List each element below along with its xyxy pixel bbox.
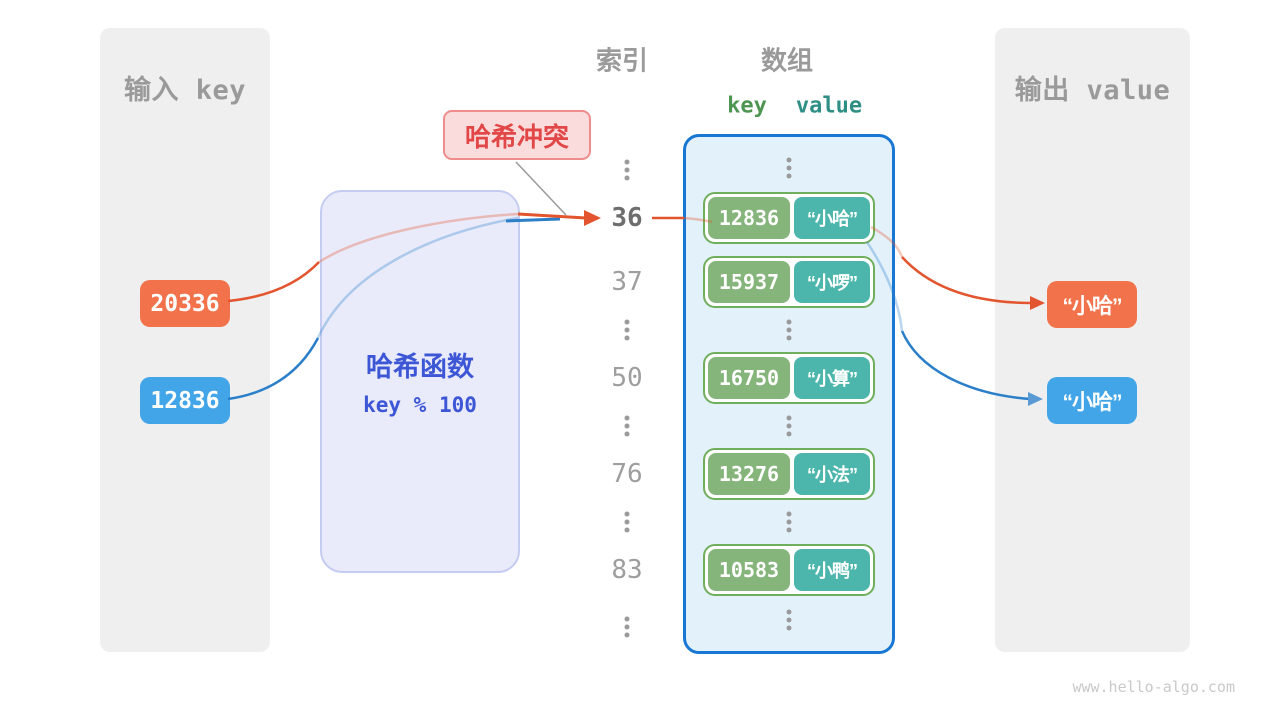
array-row-bucket-50: 16750 “小算” <box>703 352 875 404</box>
index-ellipsis <box>624 616 630 638</box>
arrow-to-index-36 <box>517 212 587 220</box>
array-ellipsis <box>786 415 792 437</box>
key-cell: 16750 <box>708 357 790 399</box>
array-ellipsis <box>786 157 792 179</box>
collision-pointer-line <box>515 161 567 216</box>
index-column-title: 索引 <box>595 45 649 76</box>
key-cell: 15937 <box>708 261 790 303</box>
arrowhead-to-index-36 <box>584 210 601 226</box>
index-value-37: 37 <box>611 267 643 297</box>
array-column-title: 数组 <box>760 45 814 76</box>
array-ellipsis <box>786 511 792 533</box>
watermark: www.hello-algo.com <box>1072 678 1235 696</box>
index-value-76: 76 <box>611 459 643 489</box>
key-cell: 10583 <box>708 549 790 591</box>
index-value-36: 36 <box>611 203 643 233</box>
input-panel: 输入 key <box>100 28 270 652</box>
array-value-header: value <box>795 93 863 119</box>
index-ellipsis <box>624 511 630 533</box>
index-ellipsis <box>624 159 630 181</box>
key-cell: 13276 <box>708 453 790 495</box>
value-cell: “小啰” <box>794 261 870 303</box>
output-panel-title: 输出 value <box>1014 75 1171 106</box>
value-cell: “小鸭” <box>794 549 870 591</box>
key-cell: 12836 <box>708 197 790 239</box>
input-panel-title: 输入 key <box>123 75 247 106</box>
input-key-box-20336: 20336 <box>140 280 230 327</box>
index-ellipsis <box>624 319 630 341</box>
array-ellipsis <box>786 609 792 631</box>
value-cell: “小算” <box>794 357 870 399</box>
array-row-bucket-37: 15937 “小啰” <box>703 256 875 308</box>
hash-function-formula: key % 100 <box>363 393 477 417</box>
value-cell: “小哈” <box>794 197 870 239</box>
value-cell: “小法” <box>794 453 870 495</box>
input-key-box-12836: 12836 <box>140 377 230 424</box>
hash-function-box: 哈希函数 key % 100 <box>320 190 520 573</box>
array-row-bucket-36: 12836 “小哈” <box>703 192 875 244</box>
hash-collision-callout: 哈希冲突 <box>443 110 591 160</box>
hash-function-title: 哈希函数 <box>366 352 474 382</box>
array-row-bucket-83: 10583 “小鸭” <box>703 544 875 596</box>
index-value-83: 83 <box>611 555 643 585</box>
array-ellipsis <box>786 319 792 341</box>
index-ellipsis <box>624 415 630 437</box>
index-value-50: 50 <box>611 363 643 393</box>
output-value-box-orange: “小哈” <box>1047 281 1137 328</box>
array-row-bucket-76: 13276 “小法” <box>703 448 875 500</box>
array-key-header: key <box>727 93 767 119</box>
output-value-box-blue: “小哈” <box>1047 377 1137 424</box>
output-panel: 输出 value <box>995 28 1190 652</box>
